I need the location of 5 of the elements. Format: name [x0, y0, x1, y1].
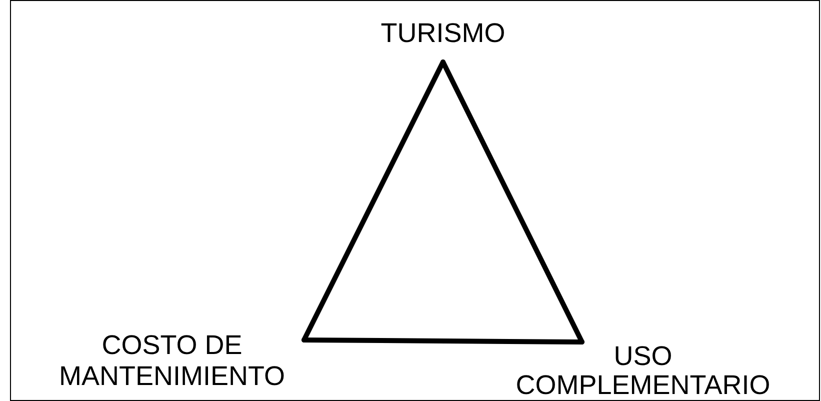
- triangle-side: [302, 338, 584, 344]
- triangle-side: [302, 60, 446, 342]
- vertex-label: TURISMO: [370, 18, 516, 62]
- vertex-label: USO COMPLEMENTARIO: [492, 342, 794, 400]
- vertex-label: COSTO DE MANTENIMIENTO: [40, 330, 304, 396]
